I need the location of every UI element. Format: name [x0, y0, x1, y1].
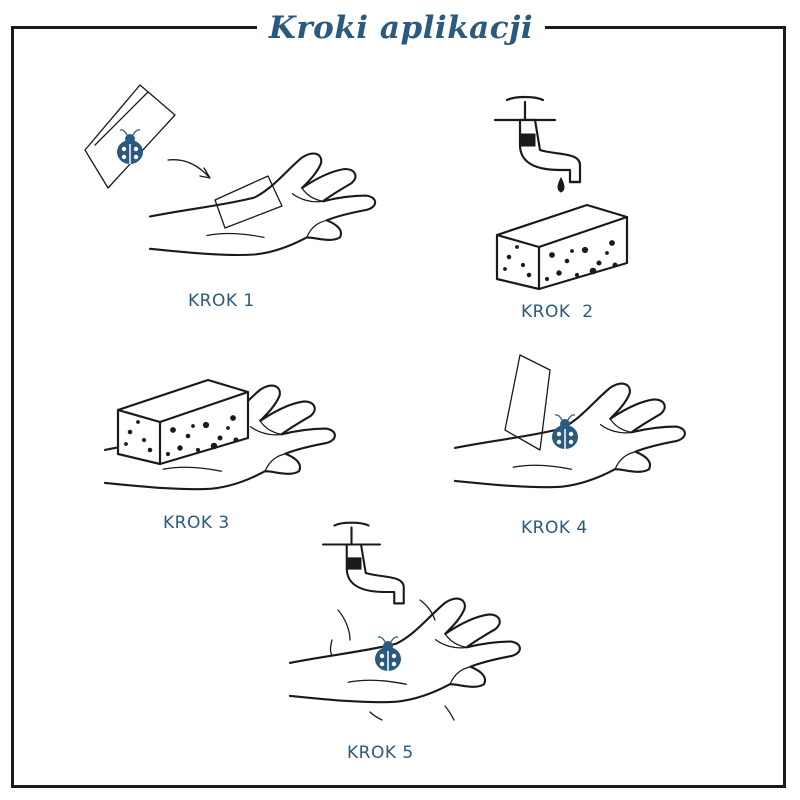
page-title: Kroki aplikacji [257, 6, 545, 50]
step-5-label: KROK 5 [347, 743, 414, 763]
step-1-label: KROK 1 [188, 291, 255, 311]
step-3-label: KROK 3 [163, 513, 230, 533]
step-3-illustration [103, 378, 336, 491]
step-2-illustration [493, 95, 629, 291]
step-1-illustration [84, 84, 377, 257]
step-5-illustration [288, 521, 521, 721]
step-2-label: KROK 2 [521, 302, 594, 322]
step-4-illustration [453, 354, 686, 489]
step-4-label: KROK 4 [521, 518, 588, 538]
